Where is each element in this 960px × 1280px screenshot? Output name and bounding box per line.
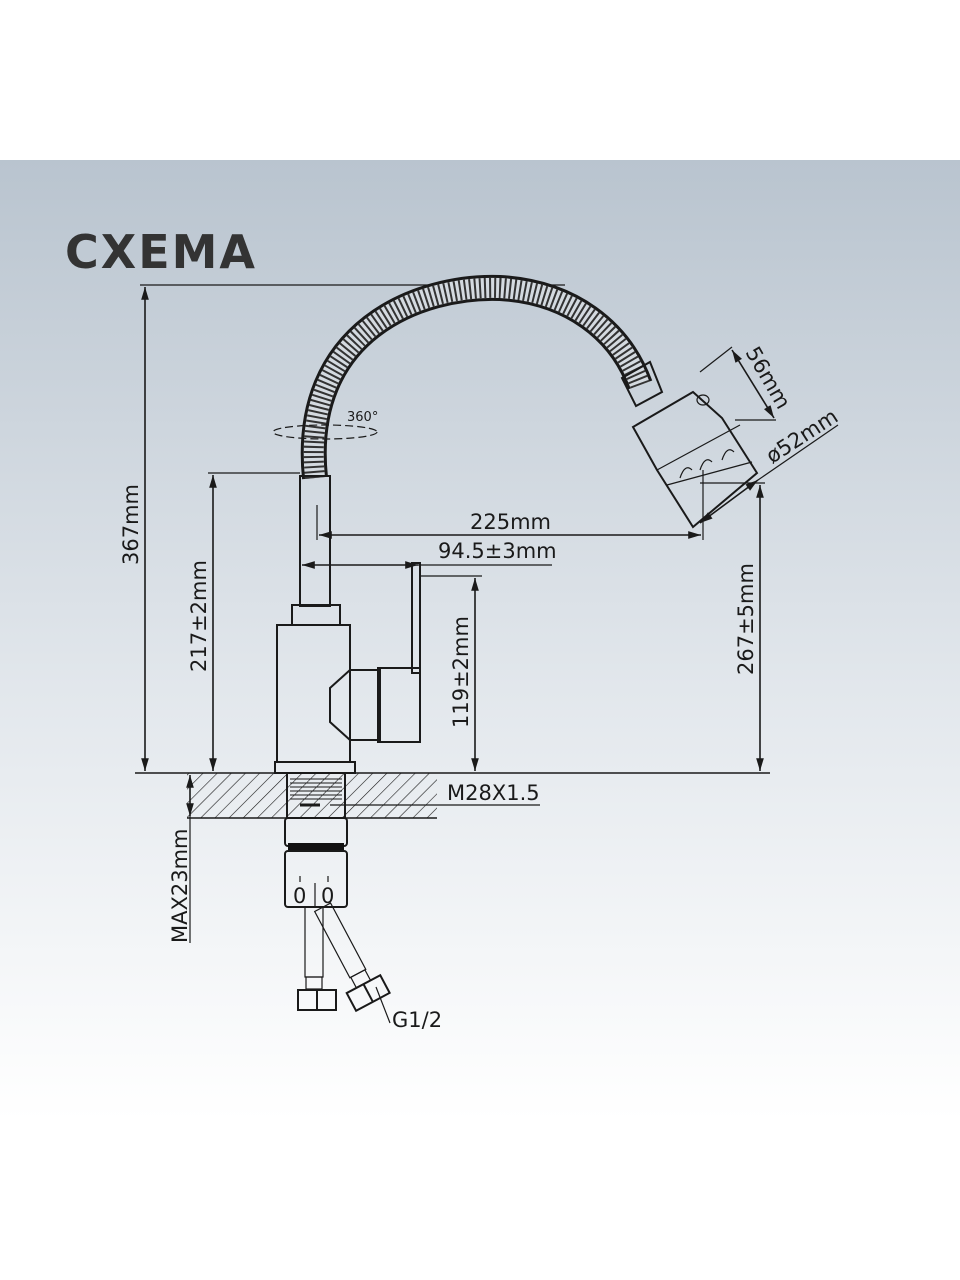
dimension-handle-reach: 94.5±3mm xyxy=(299,539,557,572)
label-spout-height: 267±5mm xyxy=(734,563,758,675)
label-rotation: 360° xyxy=(347,410,378,425)
dimension-body-height: 217±2mm xyxy=(187,472,300,771)
dimension-handle-height: 119±2mm xyxy=(420,575,482,771)
dimension-spout-reach: 225mm xyxy=(316,470,704,540)
label-thread: M28X1.5 xyxy=(447,781,540,805)
marking-cold: 0 xyxy=(293,884,306,908)
mounting-nut: 0 0 xyxy=(284,817,348,908)
rotation-indicator: 360° xyxy=(272,410,378,440)
handle-lever xyxy=(411,562,421,674)
spray-head xyxy=(620,360,759,529)
label-max-counter: MAX23mm xyxy=(168,828,192,943)
dimension-total-height: 367mm xyxy=(119,284,565,771)
label-body-height: 217±2mm xyxy=(187,560,211,672)
flexible-spout-hose xyxy=(300,274,653,480)
label-spout-reach: 225mm xyxy=(470,510,551,534)
label-handle-reach: 94.5±3mm xyxy=(438,539,557,563)
label-handle-height: 119±2mm xyxy=(449,616,473,728)
supply-hoses xyxy=(297,902,391,1024)
background-panel xyxy=(0,160,960,1120)
faucet-body xyxy=(274,475,421,774)
marking-hot: 0 xyxy=(321,884,334,908)
label-total-height: 367mm xyxy=(119,484,143,565)
countertop-section xyxy=(187,772,437,819)
label-connector: G1/2 xyxy=(392,1008,442,1032)
dimension-max-counter: MAX23mm xyxy=(168,775,194,943)
diagram-title: СХЕМА xyxy=(65,225,257,279)
